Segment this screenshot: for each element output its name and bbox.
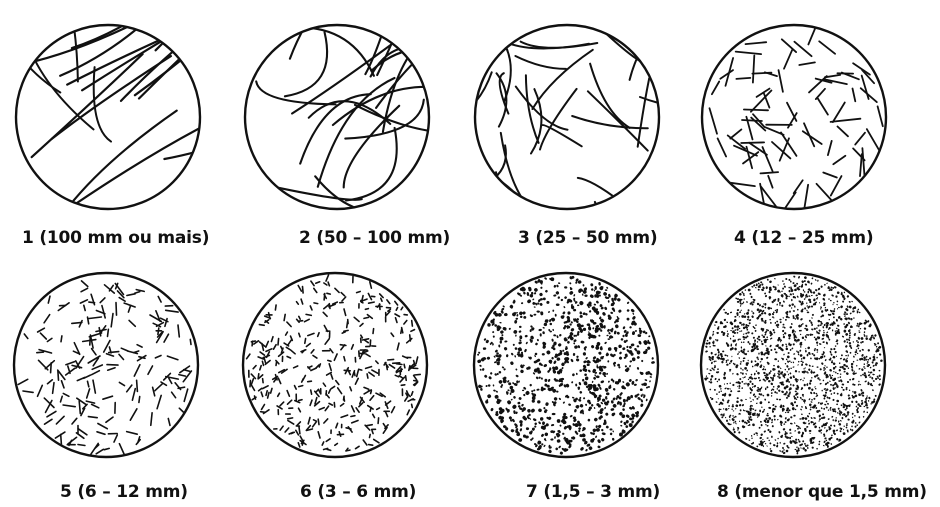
texture-group [18, 281, 191, 456]
sample-circle-5 [6, 270, 206, 460]
sample-circle-2 [237, 22, 437, 212]
sample-label-2: 2 (50 – 100 mm) [299, 228, 450, 248]
circle-outline [474, 273, 658, 457]
circle-outline [14, 273, 198, 457]
circle-outline [245, 25, 429, 209]
circle-outline [701, 273, 885, 457]
sample-label-6: 6 (3 – 6 mm) [300, 482, 416, 502]
sample-label-8: 8 (menor que 1,5 mm) [717, 482, 927, 502]
sample-circle-8 [693, 270, 893, 460]
texture-group [247, 275, 421, 451]
texture-group [467, 33, 667, 213]
sample-circle-6 [235, 270, 435, 460]
sample-label-4: 4 (12 – 25 mm) [734, 228, 873, 248]
circle-outline [243, 273, 427, 457]
sample-label-3: 3 (25 – 50 mm) [518, 228, 657, 248]
texture-group [256, 22, 437, 212]
sample-circle-4 [694, 22, 894, 212]
texture-group [704, 275, 883, 454]
sample-circle-1 [8, 22, 208, 212]
sample-circle-7 [466, 270, 666, 460]
sample-label-5: 5 (6 – 12 mm) [60, 482, 188, 502]
sample-label-1: 1 (100 mm ou mais) [22, 228, 209, 248]
sample-label-7: 7 (1,5 – 3 mm) [526, 482, 660, 502]
sample-circle-3 [467, 22, 667, 212]
texture-group [477, 276, 655, 456]
